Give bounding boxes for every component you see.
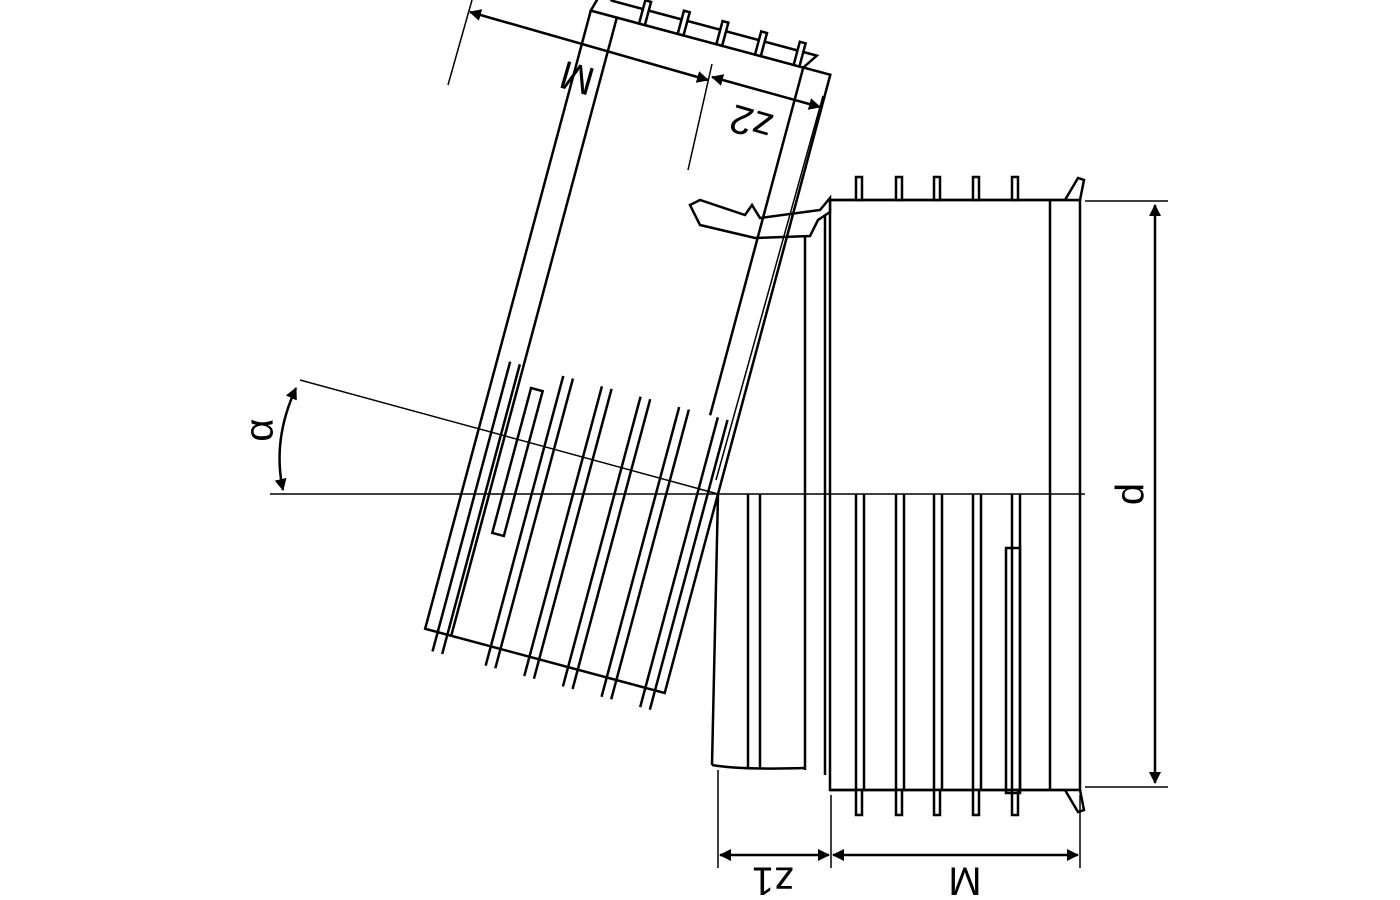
dimension-top: M z2	[447, 0, 824, 481]
label-m-bottom: M	[948, 858, 981, 900]
rib	[854, 788, 864, 817]
rib	[971, 788, 981, 817]
label-m-top: M	[555, 52, 599, 103]
dimension-angle: α	[238, 387, 298, 491]
rib	[932, 788, 942, 817]
rib	[971, 175, 981, 202]
rib	[932, 175, 942, 202]
rib	[792, 40, 808, 69]
rib	[523, 385, 604, 677]
rib	[1010, 175, 1020, 202]
middle-collar	[688, 194, 832, 775]
rib	[431, 361, 512, 652]
rib	[571, 398, 652, 690]
rib	[610, 409, 691, 700]
right-socket	[828, 175, 1086, 817]
rib	[648, 419, 729, 711]
rib	[494, 378, 575, 669]
rib	[753, 29, 769, 58]
label-z1: z1	[752, 858, 794, 900]
dimension-bottom: z1 M	[717, 770, 1081, 900]
rib	[440, 363, 522, 655]
dimension-d: d	[1085, 200, 1168, 788]
rib	[894, 175, 904, 202]
rib	[854, 175, 864, 202]
rib	[600, 406, 681, 698]
rib	[561, 396, 642, 687]
angled-centerline	[299, 379, 719, 495]
label-alpha: α	[238, 418, 282, 441]
rib	[1010, 788, 1020, 817]
rib	[484, 375, 565, 667]
rib	[894, 788, 904, 817]
rib	[714, 19, 730, 48]
rib	[638, 417, 720, 708]
label-z2: z2	[725, 95, 778, 149]
label-d: d	[1109, 483, 1153, 505]
rib	[532, 388, 613, 679]
